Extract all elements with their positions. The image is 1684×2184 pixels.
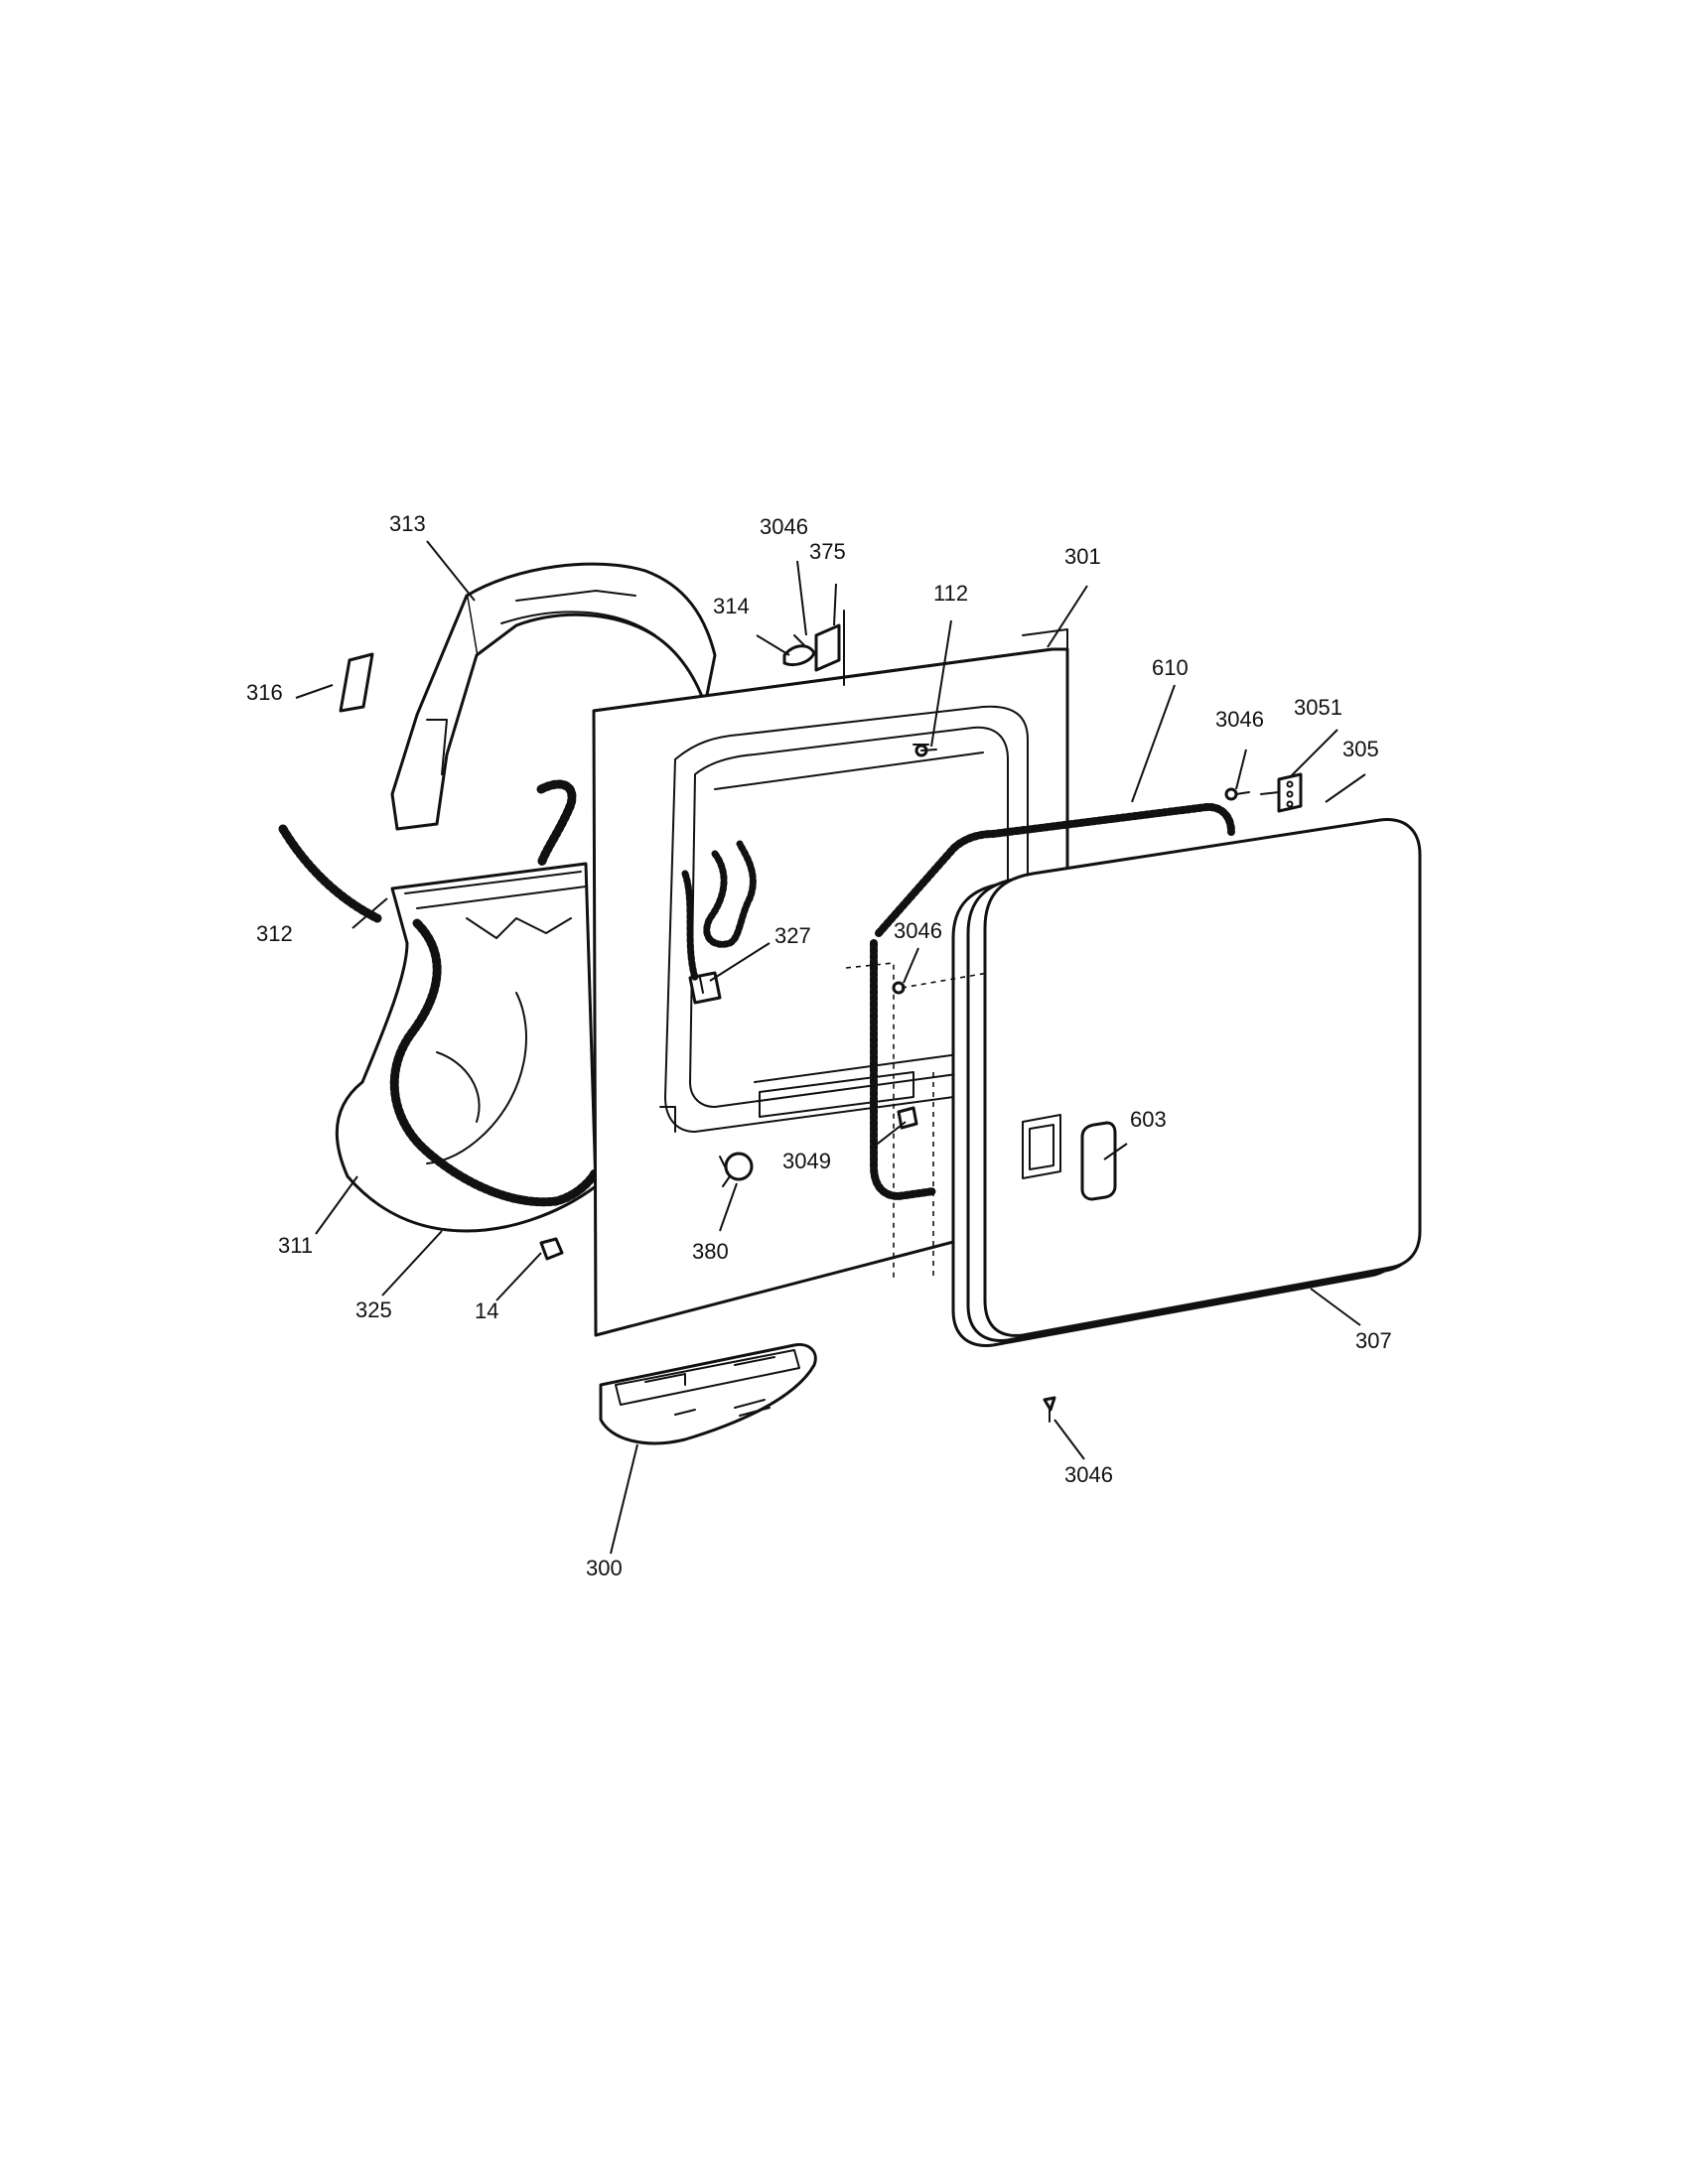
label-311: 311 bbox=[278, 1233, 313, 1258]
label-3046-top: 3046 bbox=[760, 514, 808, 539]
callout-labels: 313 3046 375 314 112 301 610 3046 3051 3… bbox=[246, 511, 1392, 1580]
assembly-line-2 bbox=[901, 972, 989, 989]
screw-112 bbox=[914, 744, 937, 757]
label-327: 327 bbox=[774, 923, 811, 948]
label-3046-right: 3046 bbox=[1215, 707, 1264, 732]
label-603: 603 bbox=[1130, 1107, 1167, 1132]
label-313: 313 bbox=[389, 511, 426, 536]
label-3046-mid: 3046 bbox=[894, 918, 942, 943]
part-14 bbox=[539, 1237, 564, 1261]
label-380: 380 bbox=[692, 1239, 729, 1264]
duct-housing-313 bbox=[390, 562, 717, 831]
pad-316 bbox=[339, 652, 374, 713]
seal-312 bbox=[278, 779, 577, 923]
seal-325 bbox=[389, 918, 601, 1207]
front-panel-301 bbox=[592, 628, 1069, 1337]
label-610: 610 bbox=[1152, 655, 1189, 680]
label-314: 314 bbox=[713, 594, 750, 618]
leader-lines bbox=[295, 540, 1366, 1555]
handle-603 bbox=[1080, 1121, 1117, 1201]
label-305: 305 bbox=[1342, 737, 1379, 761]
label-112: 112 bbox=[933, 581, 968, 606]
wire-harness bbox=[681, 840, 757, 982]
bulkhead-311 bbox=[335, 862, 598, 1233]
label-375: 375 bbox=[809, 539, 846, 564]
door-307 bbox=[983, 818, 1422, 1337]
label-301: 301 bbox=[1064, 544, 1101, 569]
label-325: 325 bbox=[355, 1297, 392, 1322]
label-300: 300 bbox=[586, 1556, 623, 1580]
door-seal-610 bbox=[870, 802, 1235, 1200]
label-3049: 3049 bbox=[782, 1149, 831, 1173]
label-307: 307 bbox=[1355, 1328, 1392, 1353]
label-3046-bottom: 3046 bbox=[1064, 1462, 1113, 1487]
latch-314 bbox=[782, 610, 845, 686]
hinge-3051 bbox=[1260, 772, 1303, 813]
switch-380 bbox=[719, 1152, 754, 1187]
label-14: 14 bbox=[475, 1298, 498, 1323]
screw-3046-right bbox=[1224, 787, 1250, 801]
screw-3046-bottom bbox=[1043, 1396, 1056, 1423]
label-3051: 3051 bbox=[1294, 695, 1342, 720]
toekick-300 bbox=[599, 1342, 817, 1445]
assembly-line-1 bbox=[845, 962, 895, 1281]
label-312: 312 bbox=[256, 921, 293, 946]
label-316: 316 bbox=[246, 680, 283, 705]
